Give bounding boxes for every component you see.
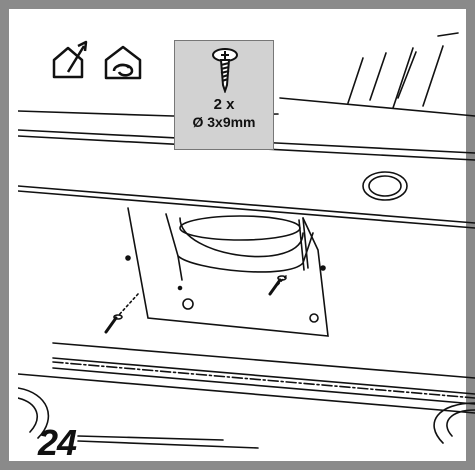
screw-quantity: 2 x [213,96,235,113]
screw-left [104,293,139,334]
screw-right [268,275,287,296]
recirculation-house-icon [104,45,142,80]
chimney-lines [347,32,459,109]
screw-spec: Ø 3x9mm [192,114,256,130]
lower-right-light-ring [433,402,475,444]
step-number: 24 [38,422,77,463]
motor-housing [125,207,329,337]
illustration-panel: 2 x Ø 3x9mm 24 [18,18,475,470]
screw-icon [212,48,238,93]
screw-callout-box: 2 x Ø 3x9mm [174,40,274,150]
lower-rails [18,342,475,414]
hood-installation-drawing [18,32,475,449]
external-venting-house-icon [52,40,88,79]
upper-light-ring [362,171,408,201]
step-underline [77,435,259,449]
lower-left-light-ring [18,387,50,439]
